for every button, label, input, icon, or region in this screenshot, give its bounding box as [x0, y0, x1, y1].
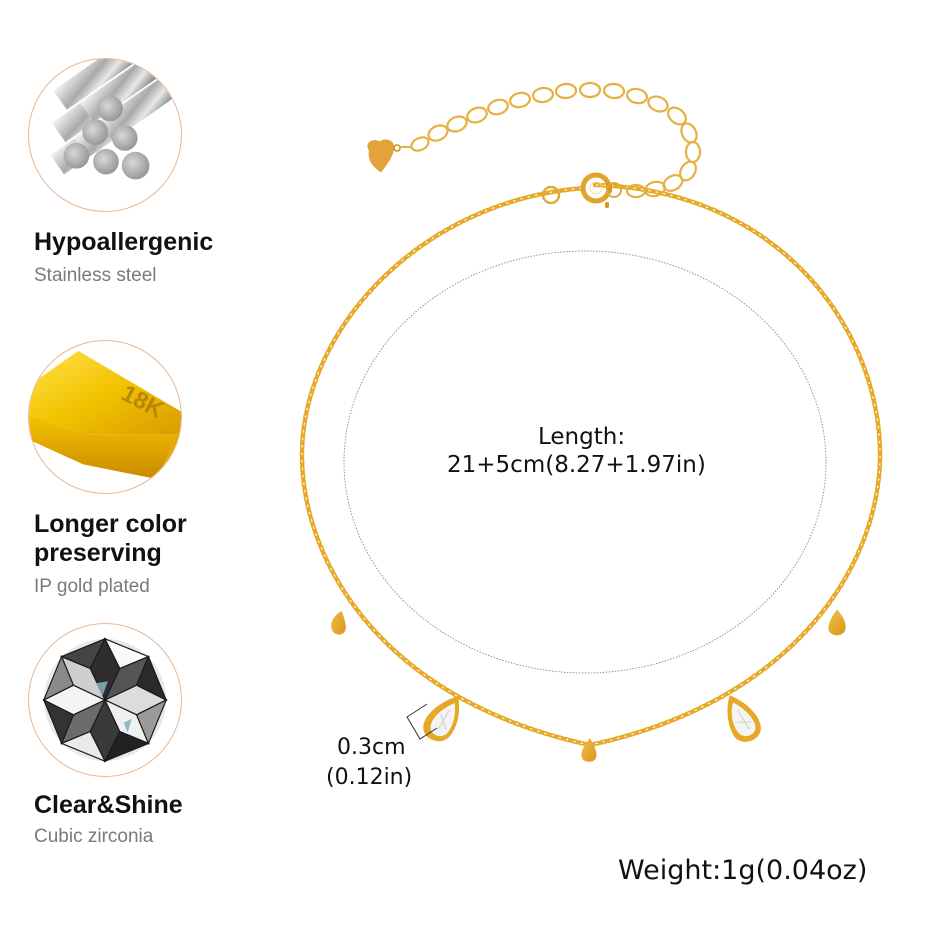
extender-chain	[410, 81, 702, 199]
weight-label: Weight:1g(0.04oz)	[618, 855, 868, 886]
feature-subtitle: Stainless steel	[34, 265, 157, 286]
feature-title: Hypoallergenic	[34, 228, 214, 256]
teardrop-charms	[331, 609, 846, 762]
feature-title: Longer color preserving	[34, 510, 187, 568]
feature-subtitle: Cubic zirconia	[34, 826, 154, 847]
feature-subtitle: IP gold plated	[34, 576, 150, 597]
stone-size-in: (0.12in)	[326, 765, 413, 790]
heart-tag	[367, 139, 412, 173]
diamond-badge	[28, 623, 182, 777]
steel-rods-badge	[28, 58, 182, 212]
diamond-icon	[42, 637, 168, 763]
gold-bar-badge: 18K	[28, 340, 182, 494]
length-guide-ellipse	[343, 250, 827, 674]
length-label: Length:	[538, 424, 626, 450]
stone-charm-left	[423, 695, 460, 742]
teardrop-charm-right	[828, 609, 846, 636]
teardrop-charm-left	[331, 611, 346, 635]
stone-charm-right	[727, 695, 761, 742]
feature-title-line: Longer color	[34, 510, 187, 538]
gold-bar-icon: 18K	[29, 350, 181, 480]
stone-size-cm: 0.3cm	[337, 735, 406, 760]
teardrop-charm-center	[581, 738, 597, 762]
steel-rods-icon	[50, 59, 178, 180]
feature-title-line: preserving	[34, 539, 162, 567]
stone-size-bracket	[406, 703, 438, 740]
length-value: 21+5cm(8.27+1.97in)	[447, 452, 706, 478]
spring-ring-clasp	[541, 172, 622, 208]
feature-title: Clear&Shine	[34, 791, 183, 819]
